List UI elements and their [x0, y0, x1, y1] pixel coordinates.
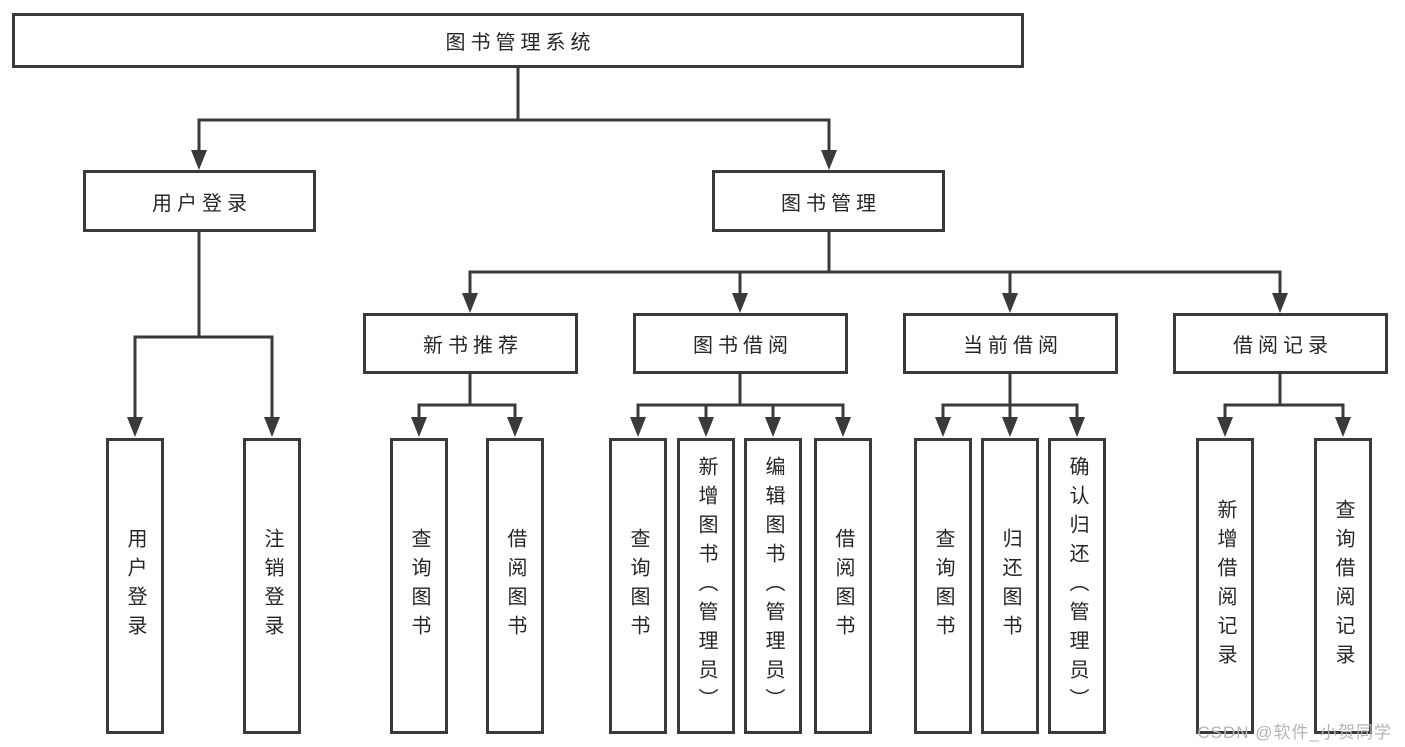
node-label: 查询图书 [627, 528, 649, 644]
node-label: 图书管理 [781, 192, 881, 215]
node-label: 编辑图书（管理员） [762, 455, 784, 717]
node-label: 确认归还（管理员） [1066, 455, 1088, 717]
leaf-borrow-books-recommend: 借阅图书 [486, 438, 544, 734]
node-label: 用户登录 [152, 192, 252, 215]
leaf-query-books-borrowing: 查询图书 [609, 438, 667, 734]
leaf-logout: 注销登录 [243, 438, 301, 734]
node-label: 新书推荐 [423, 335, 523, 357]
node-new-book-recommendation: 新书推荐 [363, 313, 578, 374]
leaf-add-borrowing-record: 新增借阅记录 [1196, 438, 1254, 734]
node-label: 查询图书 [408, 528, 430, 644]
node-label: 图书借阅 [693, 335, 793, 357]
node-label: 借阅图书 [504, 528, 526, 644]
node-label: 新增图书（管理员） [695, 455, 717, 717]
node-label: 用户登录 [124, 528, 146, 644]
leaf-borrow-books-borrowing: 借阅图书 [814, 438, 872, 734]
node-label: 查询图书 [932, 528, 954, 644]
node-user-login: 用户登录 [83, 170, 316, 232]
node-label: 查询借阅记录 [1332, 499, 1354, 673]
leaf-query-books-current: 查询图书 [914, 438, 972, 734]
leaf-user-login: 用户登录 [106, 438, 164, 734]
leaf-query-books-recommend: 查询图书 [390, 438, 448, 734]
node-label: 注销登录 [261, 528, 283, 644]
node-borrowing-records: 借阅记录 [1173, 313, 1388, 374]
node-label: 借阅图书 [832, 528, 854, 644]
leaf-query-borrowing-record: 查询借阅记录 [1314, 438, 1372, 734]
node-book-management: 图书管理 [712, 170, 945, 232]
node-label: 新增借阅记录 [1214, 499, 1236, 673]
leaf-add-books-admin: 新增图书（管理员） [677, 438, 735, 734]
node-current-borrowing: 当前借阅 [903, 313, 1118, 374]
node-label: 当前借阅 [963, 335, 1063, 357]
csdn-watermark: CSDN @软件_小贺同学 [1197, 723, 1392, 742]
leaf-edit-books-admin: 编辑图书（管理员） [744, 438, 802, 734]
node-label: 借阅记录 [1233, 335, 1333, 357]
node-label: 归还图书 [999, 528, 1021, 644]
node-book-borrowing: 图书借阅 [633, 313, 848, 374]
node-library-management-system: 图书管理系统 [12, 13, 1024, 68]
node-label: 图书管理系统 [445, 32, 596, 54]
leaf-return-books: 归还图书 [981, 438, 1039, 734]
leaf-confirm-return-admin: 确认归还（管理员） [1048, 438, 1106, 734]
